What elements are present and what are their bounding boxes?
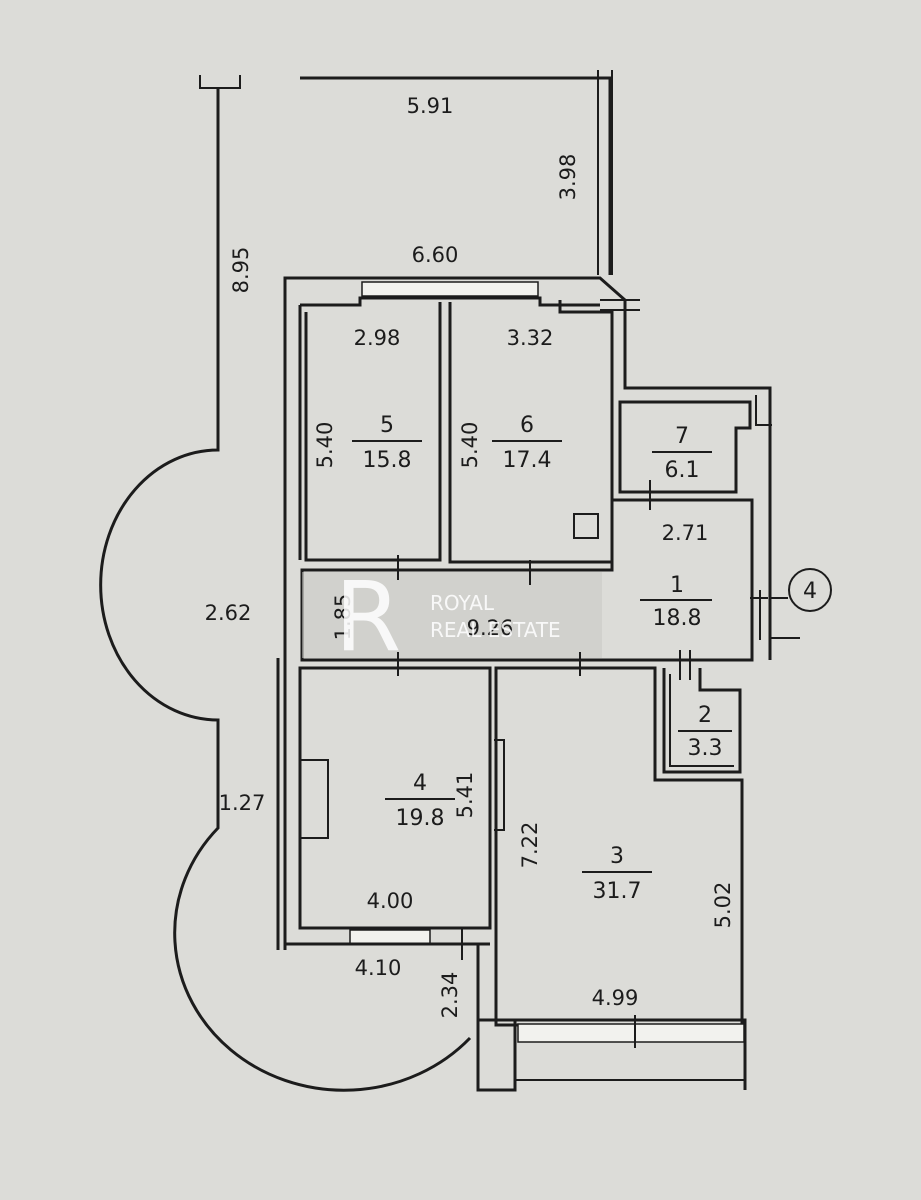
door-marks bbox=[397, 480, 768, 1048]
dim-balcony-length: 8.95 bbox=[229, 247, 253, 294]
room-6-number: 6 bbox=[520, 413, 534, 438]
room-labels: 5 15.8 6 17.4 7 6.1 1 18.8 2 3.3 4 19.8 … bbox=[352, 413, 732, 904]
room-5 bbox=[298, 300, 614, 564]
dim-room5-width: 2.98 bbox=[354, 326, 401, 350]
dim-step: 2.34 bbox=[438, 972, 462, 1019]
room-1-area: 18.8 bbox=[653, 606, 702, 631]
dim-room3-depth: 7.22 bbox=[518, 822, 542, 869]
corridor bbox=[300, 498, 754, 662]
balcony bbox=[99, 75, 472, 1092]
room-3-area: 31.7 bbox=[593, 879, 642, 904]
outer-walls bbox=[276, 276, 772, 950]
window-room4 bbox=[349, 929, 431, 945]
dim-corridor-width: 2.71 bbox=[662, 521, 709, 545]
section-label: 4 bbox=[803, 579, 817, 604]
room-5-number: 5 bbox=[380, 413, 394, 438]
room-7-number: 7 bbox=[675, 424, 689, 449]
section-marker: 4 bbox=[770, 568, 832, 639]
shaft-square bbox=[573, 513, 599, 539]
room-4-area: 19.8 bbox=[396, 806, 445, 831]
dim-room4-outer: 4.10 bbox=[355, 956, 402, 980]
room-7-area: 6.1 bbox=[665, 458, 700, 483]
room-6-area: 17.4 bbox=[503, 448, 552, 473]
dim-room4-depth: 5.41 bbox=[453, 772, 477, 819]
dim-loggia-top: 5.91 bbox=[407, 94, 454, 118]
dim-balcony-lower: 1.27 bbox=[219, 791, 266, 815]
dim-room6-width: 3.32 bbox=[507, 326, 554, 350]
dim-room5-depth: 5.40 bbox=[313, 422, 337, 469]
dim-room4-width: 4.00 bbox=[367, 889, 414, 913]
dim-room3-side: 5.02 bbox=[711, 882, 735, 929]
dim-balcony-mid: 2.62 bbox=[205, 601, 252, 625]
corridor-shade bbox=[302, 572, 602, 658]
dim-top-wall: 6.60 bbox=[412, 243, 459, 267]
dim-corridor-length: 9.26 bbox=[467, 616, 514, 640]
room-1-number: 1 bbox=[670, 573, 684, 598]
window-room3 bbox=[517, 1023, 745, 1043]
watermark: R ROYAL REAL ESTATE bbox=[335, 561, 561, 673]
room-2 bbox=[662, 668, 742, 774]
room-5-area: 15.8 bbox=[363, 448, 412, 473]
dim-room3-width: 4.99 bbox=[592, 986, 639, 1010]
room-2-number: 2 bbox=[698, 703, 712, 728]
dim-room6-depth: 5.40 bbox=[458, 422, 482, 469]
dim-loggia-side: 3.98 bbox=[556, 154, 580, 201]
dimension-labels: 5.91 3.98 8.95 6.60 2.98 3.32 5.40 5.40 … bbox=[205, 94, 735, 1018]
room-3-number: 3 bbox=[610, 844, 624, 869]
dim-corridor-depth: 1.85 bbox=[331, 594, 355, 641]
room-4-number: 4 bbox=[413, 771, 427, 796]
room-4 bbox=[285, 666, 492, 946]
room-7 bbox=[618, 395, 772, 494]
watermark-line1: ROYAL bbox=[430, 591, 495, 615]
watermark-line2: REAL ESTATE bbox=[430, 618, 561, 642]
watermark-monogram: R bbox=[335, 561, 402, 673]
room-3 bbox=[476, 666, 747, 1092]
loggia bbox=[300, 70, 613, 275]
room-2-area: 3.3 bbox=[688, 736, 723, 761]
section-circle bbox=[788, 568, 832, 612]
window-top bbox=[361, 281, 539, 297]
